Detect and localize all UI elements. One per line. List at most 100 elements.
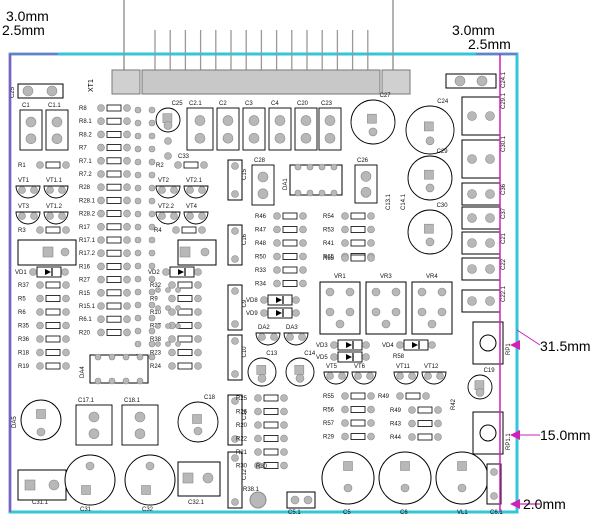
resistor	[282, 266, 298, 274]
capacitor-label: C33	[178, 154, 190, 160]
pad	[391, 287, 401, 297]
pad	[290, 495, 300, 505]
resistor	[106, 249, 122, 257]
pad	[123, 170, 131, 178]
pad	[343, 461, 353, 471]
pad	[97, 288, 105, 297]
resistor-label: R17	[79, 225, 91, 231]
resistor	[45, 349, 61, 356]
resistor-label: R1	[18, 163, 26, 169]
pad	[318, 189, 326, 197]
pad	[485, 238, 495, 248]
pad	[400, 461, 410, 471]
resistor-label: R35	[18, 324, 30, 330]
pad	[330, 353, 338, 361]
transistor-label: VT4	[186, 204, 198, 210]
pad	[62, 321, 70, 330]
pad	[134, 340, 142, 348]
pad	[299, 239, 307, 247]
pad	[194, 348, 202, 357]
resistor	[263, 448, 279, 456]
pad	[25, 116, 37, 128]
pad	[123, 302, 131, 310]
capacitor-label: C21	[501, 232, 507, 244]
pad	[148, 262, 156, 270]
capacitor-label: C28	[254, 158, 266, 164]
resistor-label: R28.1	[79, 198, 96, 204]
capacitor-body	[227, 394, 243, 446]
resistor-label: R17.2	[79, 251, 96, 257]
capacitor-label: C18	[204, 395, 216, 401]
pad	[341, 432, 349, 441]
pad	[434, 419, 442, 428]
trimmer-label: VR1	[334, 274, 346, 280]
transistor-label: DA2	[258, 325, 270, 331]
resistor-label: R30	[236, 464, 248, 470]
pad	[273, 252, 281, 261]
pad	[335, 319, 345, 329]
pad	[367, 419, 375, 427]
pad	[186, 186, 194, 194]
pad	[97, 117, 105, 125]
pad	[148, 249, 156, 257]
pad	[145, 461, 155, 471]
connector-label: XT1	[88, 79, 95, 92]
resistor	[106, 144, 122, 152]
capacitor-label: C13	[266, 351, 278, 357]
resistor-label: R6	[18, 310, 26, 316]
transistor-label: VT11	[396, 364, 411, 370]
pad	[436, 372, 444, 380]
pad	[97, 157, 105, 165]
pad	[175, 287, 181, 293]
dim-right-lower: 15.0mm	[540, 427, 591, 443]
pad	[330, 341, 338, 349]
resistor	[106, 262, 122, 270]
pad	[274, 132, 286, 144]
electrolytic-capacitor	[435, 451, 489, 505]
pad	[231, 397, 239, 405]
resistor	[45, 322, 61, 329]
capacitor-label: C30	[437, 203, 449, 209]
dim-top-right-outer: 3.0mm	[452, 22, 495, 38]
pad	[97, 223, 105, 231]
pad	[222, 115, 234, 126]
pad	[158, 212, 166, 220]
pad	[467, 296, 477, 306]
pad	[175, 341, 181, 347]
resistor	[106, 183, 122, 191]
resistor	[106, 117, 122, 125]
resistor	[106, 196, 122, 204]
pad	[168, 335, 176, 343]
pad	[30, 212, 38, 220]
resistor	[45, 281, 61, 289]
resistor	[417, 433, 433, 441]
pad	[467, 154, 477, 164]
pad	[175, 305, 181, 311]
resistor-label: R48	[255, 241, 267, 247]
pad	[300, 115, 312, 126]
pad	[134, 314, 142, 322]
pad	[231, 190, 239, 198]
capacitor-label: C16	[242, 233, 248, 245]
pad	[254, 448, 262, 456]
electrolytic-capacitor	[64, 454, 116, 506]
resistor-label: R7.1	[79, 159, 92, 165]
resistor-label: R49	[390, 408, 402, 414]
resistor-label: R38	[150, 337, 162, 343]
pad	[58, 212, 66, 220]
pad	[485, 213, 495, 223]
pad	[467, 213, 477, 223]
resistor-label: R22	[236, 437, 248, 443]
pad	[62, 161, 70, 169]
pad	[155, 323, 161, 329]
pad	[457, 461, 467, 471]
pad	[22, 85, 34, 97]
pad	[36, 362, 44, 370]
pad	[62, 281, 70, 289]
capacitor-label: C14	[304, 351, 316, 357]
pad	[295, 373, 305, 383]
pad	[194, 362, 202, 370]
resistor	[106, 170, 122, 178]
connector-xt1: XT1	[88, 0, 411, 95]
pad	[424, 223, 434, 234]
